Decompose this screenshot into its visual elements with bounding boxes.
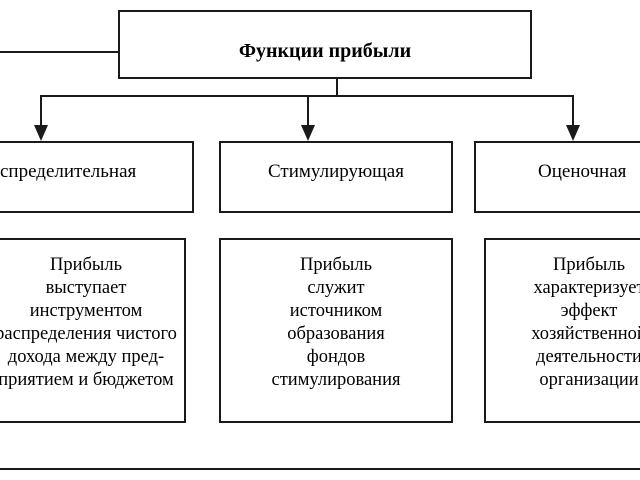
desc-line: Прибыль bbox=[49, 255, 123, 275]
desc-line: характеризует bbox=[533, 278, 640, 298]
connector-left-stub bbox=[0, 51, 120, 53]
desc-box-stimulating: Прибыль служит источником образования фо… bbox=[219, 238, 453, 423]
desc-line: приятием и бюджетом bbox=[0, 370, 174, 390]
connector-title-drop bbox=[336, 77, 338, 96]
desc-line: дохода между пред- bbox=[7, 347, 165, 367]
desc-line: распределения чистого bbox=[0, 324, 177, 344]
desc-line: служит bbox=[307, 278, 365, 298]
arrow-3 bbox=[566, 125, 580, 141]
bottom-rule bbox=[0, 468, 640, 470]
heading-box-stimulating: Стимулирующая bbox=[219, 141, 453, 213]
desc-line: Прибыль bbox=[552, 255, 626, 275]
desc-distributive: Прибыль выступает инструментом распредел… bbox=[0, 254, 184, 392]
desc-line: источником bbox=[289, 301, 383, 321]
heading-box-distributive: Распределительная bbox=[0, 141, 194, 213]
desc-evaluative: Прибыль характеризует эффект хозяйственн… bbox=[514, 254, 640, 392]
arrow-1 bbox=[34, 125, 48, 141]
desc-line: стимулирования bbox=[271, 370, 401, 390]
heading-distributive: Распределительная bbox=[0, 161, 137, 182]
desc-box-distributive: Прибыль выступает инструментом распредел… bbox=[0, 238, 186, 423]
connector-drop-3 bbox=[572, 95, 574, 127]
desc-line: фондов bbox=[306, 347, 366, 367]
desc-line: образования bbox=[287, 324, 385, 344]
desc-line: эффект bbox=[560, 301, 618, 321]
desc-line: инструментом bbox=[29, 301, 143, 321]
heading-evaluative: Оценочная bbox=[538, 161, 627, 182]
title-box: Функции прибыли bbox=[118, 10, 532, 79]
desc-line: выступает bbox=[45, 278, 127, 298]
heading-stimulating: Стимулирующая bbox=[268, 161, 404, 182]
heading-box-evaluative: Оценочная bbox=[474, 141, 640, 213]
connector-drop-1 bbox=[40, 95, 42, 127]
arrow-2 bbox=[301, 125, 315, 141]
desc-line: организации bbox=[539, 370, 639, 390]
desc-line: Прибыль bbox=[299, 255, 373, 275]
desc-box-evaluative: Прибыль характеризует эффект хозяйственн… bbox=[484, 238, 640, 423]
desc-line: деятельности bbox=[536, 347, 640, 367]
diagram-title: Функции прибыли bbox=[238, 40, 412, 62]
desc-stimulating: Прибыль служит источником образования фо… bbox=[221, 254, 451, 392]
desc-line: хозяйственной bbox=[531, 324, 640, 344]
connector-drop-2 bbox=[307, 95, 309, 127]
